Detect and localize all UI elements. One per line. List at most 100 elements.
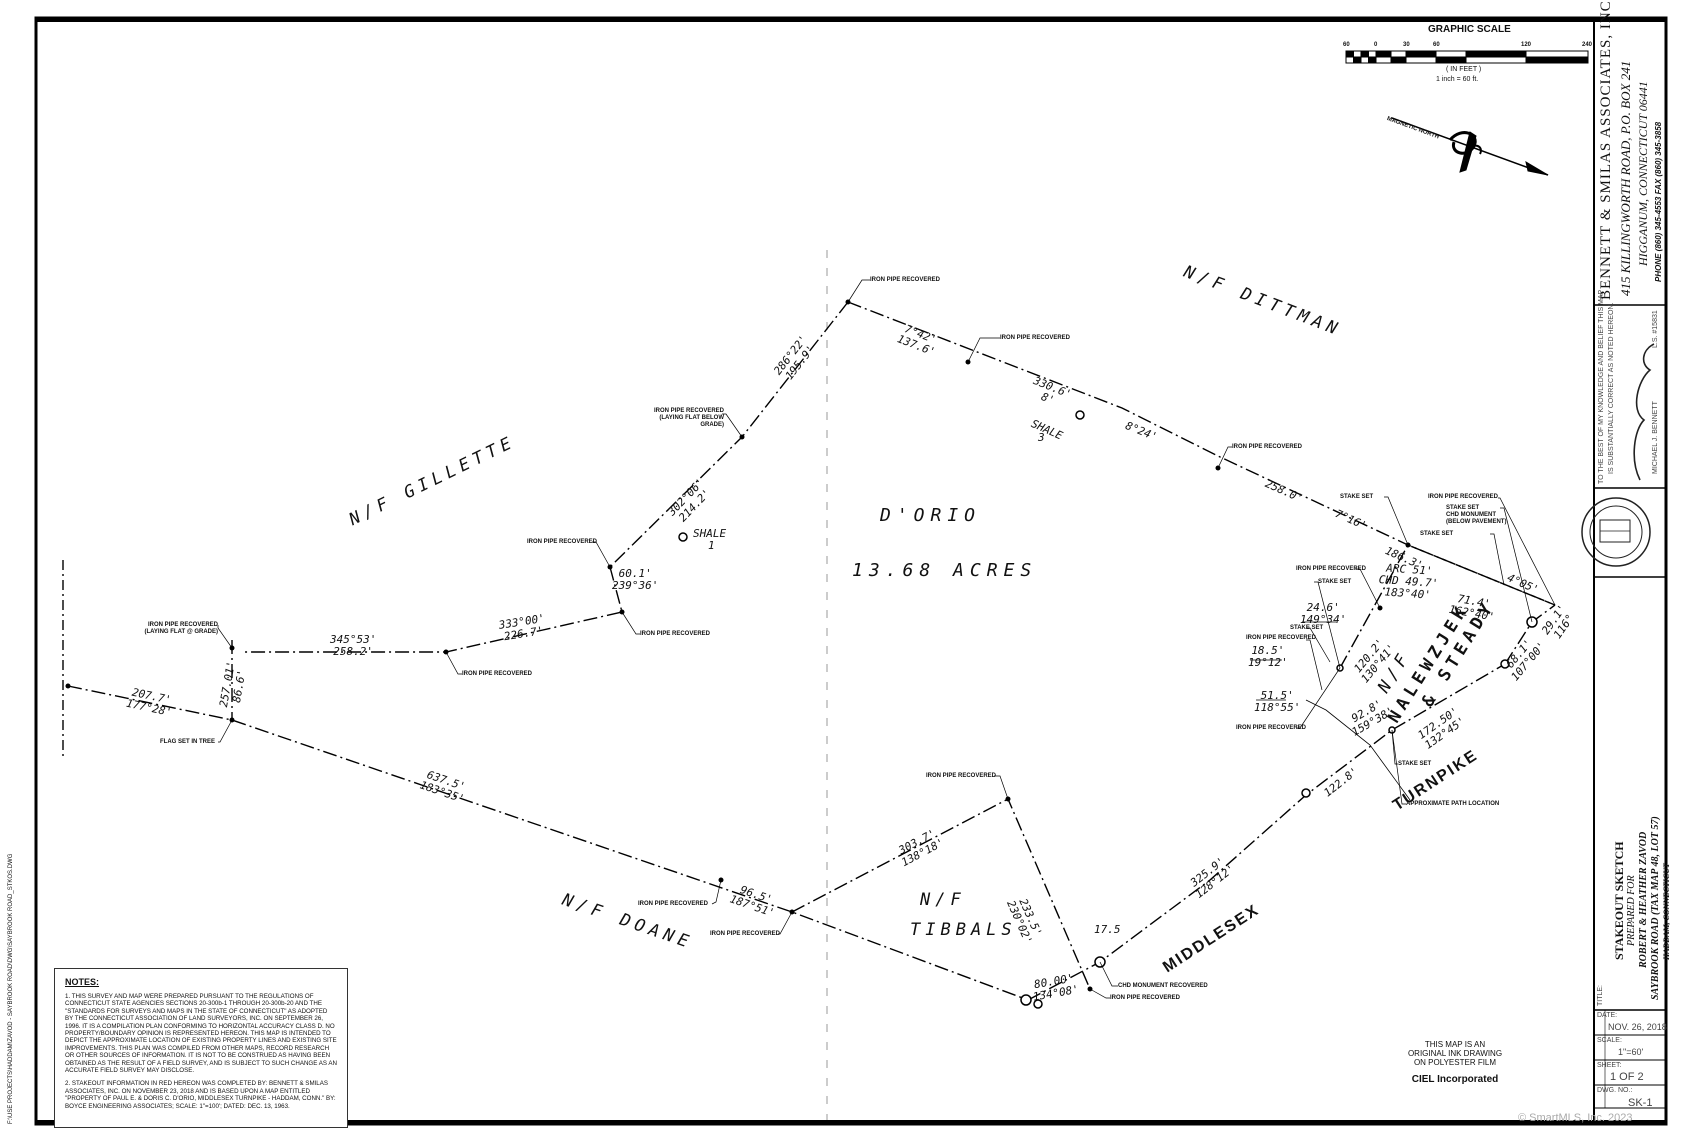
title-block-frame bbox=[1593, 17, 1667, 1125]
callout-stake-arc: STAKE SET bbox=[1318, 579, 1352, 585]
callout-stake-turnpike: STAKE SET bbox=[1398, 761, 1432, 767]
scale-tick-3: 30 bbox=[1403, 42, 1410, 48]
boundary-doane bbox=[67, 685, 1029, 1001]
note-1: 1. THIS SURVEY AND MAP WERE PREPARED PUR… bbox=[65, 993, 337, 1075]
company-name: BENNETT & SMILAS ASSOCIATES, INC. bbox=[1598, 0, 1614, 300]
note-2: 2. STAKEOUT INFORMATION IN RED HEREON WA… bbox=[65, 1080, 336, 1110]
leader-lines bbox=[217, 279, 1556, 999]
scale-ratio: 1 inch = 60 ft. bbox=[1436, 76, 1479, 83]
sheet-label: SHEET: bbox=[1597, 1062, 1622, 1069]
company-address-1: 415 KILLINGWORTH ROAD, P.O. BOX 241 bbox=[1618, 60, 1633, 296]
approx-path bbox=[1305, 699, 1411, 801]
notes-title: NOTES: bbox=[65, 977, 100, 987]
scale-label: SCALE: bbox=[1597, 1037, 1622, 1044]
callout-pipe-north: IRON PIPE RECOVERED bbox=[870, 277, 941, 283]
callout-pipe-arc: IRON PIPE RECOVERED bbox=[1296, 566, 1367, 572]
title-label: TITLE: bbox=[1597, 984, 1604, 1006]
callout-underlines bbox=[1250, 621, 1336, 701]
north-arrow-icon bbox=[1391, 117, 1549, 176]
callout-chd-below-pavement: CHD MONUMENT (BELOW PAVEMENT) bbox=[1446, 512, 1507, 525]
shale-1-number: 1 bbox=[708, 539, 715, 552]
title-line-5: HADDAM, CONNECTICUT bbox=[1662, 863, 1671, 960]
dwg-label: DWG. NO.: bbox=[1597, 1087, 1633, 1094]
callout-pipe-mid: IRON PIPE RECOVERED bbox=[1246, 635, 1317, 641]
title-line-3: ROBERT & HEATHER ZAVOD bbox=[1638, 831, 1649, 968]
title-line-2: PREPARED FOR bbox=[1626, 875, 1637, 946]
callout-path-location: APPROXIMATE PATH LOCATION bbox=[1406, 801, 1500, 807]
dim-stake-1: 24.6'149°34' bbox=[1300, 601, 1347, 626]
callout-pipe-flat-below: IRON PIPE RECOVERED (LAYING FLAT BELOW G… bbox=[653, 408, 724, 428]
callout-pipe-gillette-1: IRON PIPE RECOVERED bbox=[527, 539, 598, 545]
middlesex-marker bbox=[1301, 788, 1311, 798]
monument-marker-se bbox=[1020, 994, 1032, 1006]
shale-1-label: SHALE bbox=[693, 527, 727, 540]
shale-3-marker bbox=[1075, 410, 1085, 420]
scale-value: 1"=60' bbox=[1618, 1047, 1644, 1057]
owner-tibbals: TIBBALS bbox=[910, 920, 1017, 940]
surveyor-name: MICHAEL J. BENNETT bbox=[1652, 401, 1659, 474]
scale-tick-1: 60 bbox=[1343, 42, 1350, 48]
scale-tick-2: 0 bbox=[1374, 42, 1378, 48]
scale-units: ( IN FEET ) bbox=[1446, 66, 1482, 73]
dim-stake-3: 51.5'118°55' bbox=[1254, 689, 1301, 714]
parcel-name: D'ORIO bbox=[880, 505, 982, 526]
callout-pipe-flat-grade: IRON PIPE RECOVERED (LAYING FLAT @ GRADE… bbox=[144, 622, 218, 635]
callout-pipe-doane-2: IRON PIPE RECOVERED bbox=[710, 931, 781, 937]
cert-line-1: TO THE BEST OF MY KNOWLEDGE AND BELIEF T… bbox=[1598, 289, 1605, 484]
callout-stake-mid: STAKE SET bbox=[1290, 625, 1324, 631]
shale-3-number: 3 bbox=[1038, 431, 1045, 444]
monument-marker-se2 bbox=[1033, 999, 1043, 1009]
notes-box: NOTES: 1. THIS SURVEY AND MAP WERE PREPA… bbox=[54, 968, 348, 1128]
company-phone: PHONE (860) 345-4553 FAX (860) 345-3858 bbox=[1654, 121, 1663, 282]
dim-gillette-w: 345°53'258.2' bbox=[330, 633, 377, 658]
smartmls-watermark: © SmartMLS, Inc. 2023 bbox=[1518, 1112, 1633, 1124]
survey-markers bbox=[678, 410, 1538, 1009]
boundary-nalewzjek bbox=[1339, 544, 1556, 669]
cert-line-2: IS SUBSTANTIALLY CORRECT AS NOTED HEREON… bbox=[1608, 302, 1615, 474]
callout-pipe-gillette-2: IRON PIPE RECOVERED bbox=[640, 631, 711, 637]
surveyor-signature bbox=[1633, 343, 1655, 481]
scale-tick-4: 60 bbox=[1433, 42, 1440, 48]
turnpike-marker bbox=[1500, 659, 1510, 669]
callout-pipe-dittman: IRON PIPE RECOVERED bbox=[1000, 335, 1071, 341]
callout-pipe-gillette-3: IRON PIPE RECOVERED bbox=[462, 671, 533, 677]
title-line-4: SAYBROOK ROAD (TAX MAP 48, LOT 57) bbox=[1650, 816, 1661, 1000]
boundary-gillette-south bbox=[244, 566, 623, 653]
callout-stake-ne-3: STAKE SET bbox=[1420, 531, 1454, 537]
company-address-2: HIGGANUM, CONNECTICUT 06441 bbox=[1636, 81, 1650, 266]
callout-pipe-ne: IRON PIPE RECOVERED bbox=[1428, 494, 1499, 500]
shale-1-marker bbox=[678, 532, 688, 542]
scale-tick-5: 120 bbox=[1521, 42, 1532, 48]
parcel-area: 13.68 ACRES bbox=[852, 560, 1038, 581]
boundary-dittman bbox=[847, 301, 1556, 606]
date-label: DATE: bbox=[1597, 1012, 1618, 1019]
dim-small-17: 17.5 bbox=[1094, 923, 1121, 936]
boundary-middlesex bbox=[1027, 663, 1506, 1001]
surveyor-license: L.S. #15831 bbox=[1652, 310, 1659, 348]
scale-tick-6: 240 bbox=[1582, 42, 1593, 48]
owner-tibbals-nf: N/F bbox=[920, 890, 966, 910]
callout-pipe-dittman-2: IRON PIPE RECOVERED bbox=[1232, 444, 1303, 450]
sheet-value: 1 OF 2 bbox=[1610, 1071, 1644, 1083]
surveyor-seal bbox=[1581, 497, 1651, 567]
dim-arc: ARC 51'CHD 49.7'183°40' bbox=[1378, 561, 1439, 602]
title-line-1: STAKEOUT SKETCH bbox=[1612, 841, 1626, 960]
dim-stake-2: 18.5'19°12' bbox=[1248, 644, 1288, 669]
callout-chd-monument: CHD MONUMENT RECOVERED bbox=[1118, 983, 1208, 989]
callout-pipe-doane-1: IRON PIPE RECOVERED bbox=[638, 901, 709, 907]
callout-flag-tree: FLAG SET IN TREE bbox=[160, 739, 216, 745]
callout-stake-ne-1: STAKE SET bbox=[1340, 494, 1374, 500]
callout-stake-ne-2: STAKE SET bbox=[1446, 505, 1480, 511]
property-boundary-lines bbox=[67, 301, 1556, 1001]
callout-pipe-lower: IRON PIPE RECOVERED bbox=[1236, 725, 1307, 731]
ink-drawing-stamp: THIS MAP IS AN ORIGINAL INK DRAWING ON P… bbox=[1407, 1040, 1503, 1085]
file-path: F:\USE PROJECTS\HADDAM\ZAVOD - SAYBROOK … bbox=[8, 853, 14, 1124]
dim-gillette-jog: 60.1'239°36' bbox=[612, 567, 659, 592]
graphic-scale-title: GRAPHIC SCALE bbox=[1428, 24, 1511, 35]
callout-pipe-se: IRON PIPE RECOVERED bbox=[1110, 995, 1181, 1001]
callout-pipe-tibbals: IRON PIPE RECOVERED bbox=[926, 773, 997, 779]
dwg-value: SK-1 bbox=[1628, 1097, 1653, 1109]
graphic-scale-bar bbox=[1345, 50, 1589, 64]
date-value: NOV. 26, 2018 bbox=[1608, 1022, 1667, 1032]
